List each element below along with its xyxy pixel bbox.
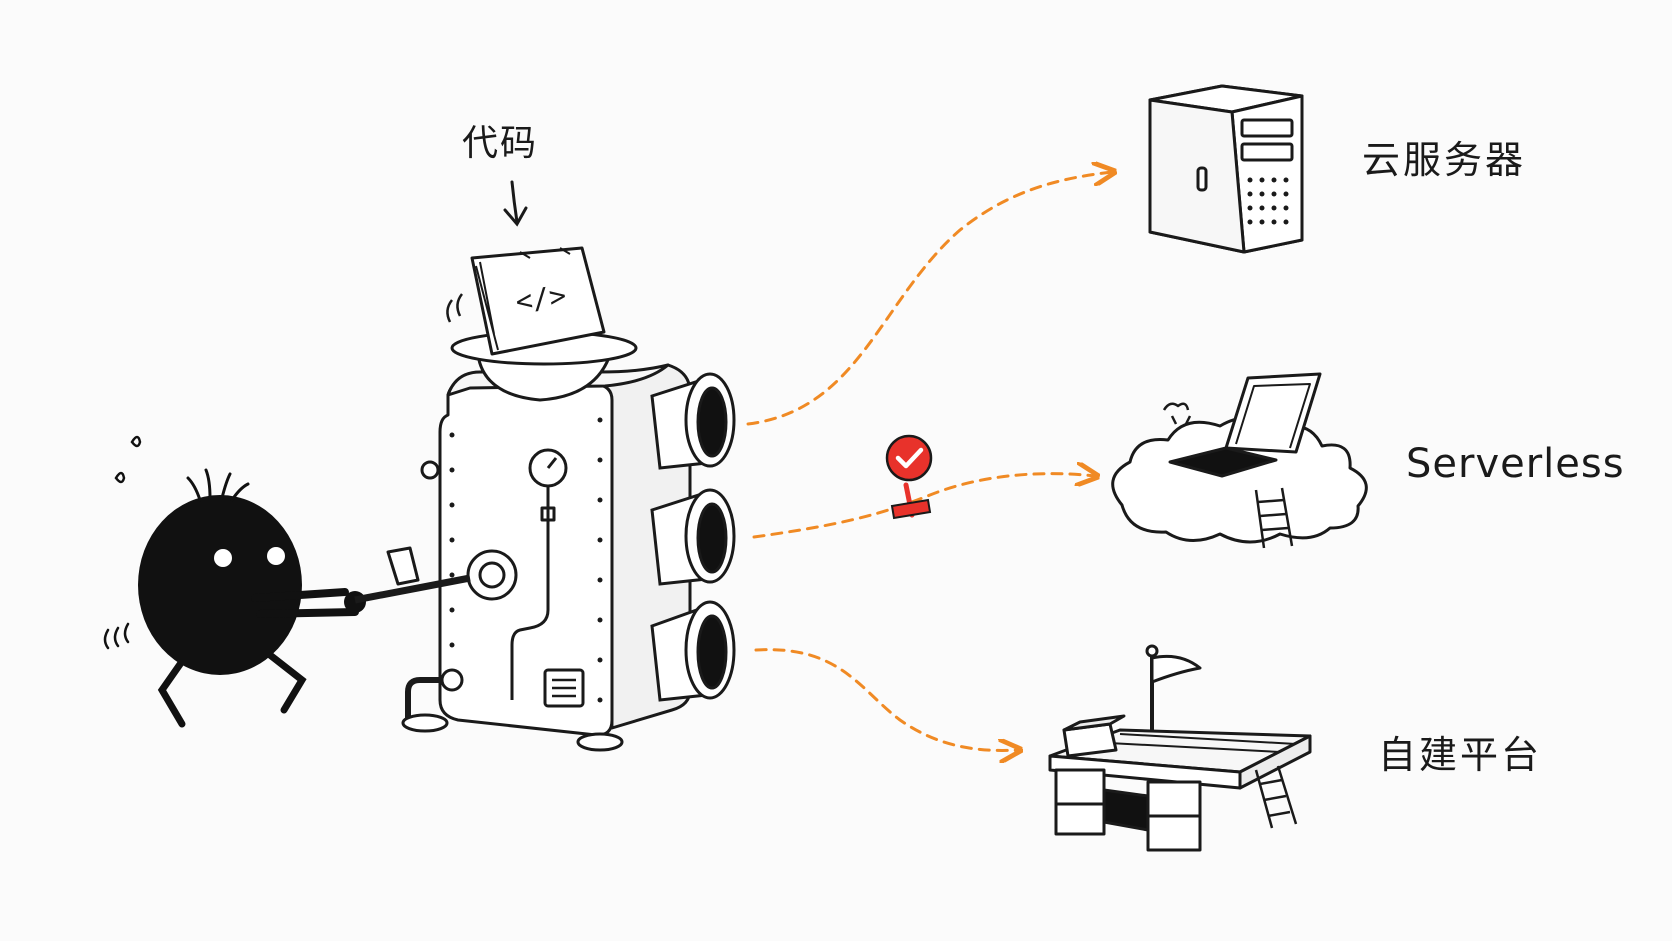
code-symbol: </> — [513, 279, 568, 319]
nozzle-top-icon — [650, 372, 736, 470]
self-hosted-label: 自建平台 — [1378, 733, 1543, 777]
server-cabinet-icon — [1148, 84, 1304, 254]
arrow-to-cloud-server — [746, 172, 1112, 426]
nozzle-middle-icon — [650, 488, 736, 586]
cloud-hatch-icon — [1111, 372, 1368, 549]
deploy-machine-icon — [354, 246, 692, 752]
nozzle-bottom-icon — [650, 600, 736, 702]
serverless-label: Serverless — [1406, 441, 1625, 487]
code-label: 代码 — [462, 123, 539, 164]
nozzles — [650, 372, 736, 702]
arrow-to-self-hosted — [754, 648, 1018, 751]
down-arrow-icon — [503, 180, 528, 227]
platform-flag-icon — [1048, 644, 1312, 852]
character-icon — [103, 435, 366, 728]
cloud-server-label: 云服务器 — [1362, 138, 1527, 182]
flow-arrows — [746, 172, 1112, 751]
check-pin-icon — [885, 434, 933, 520]
arrow-to-serverless — [752, 474, 1095, 539]
